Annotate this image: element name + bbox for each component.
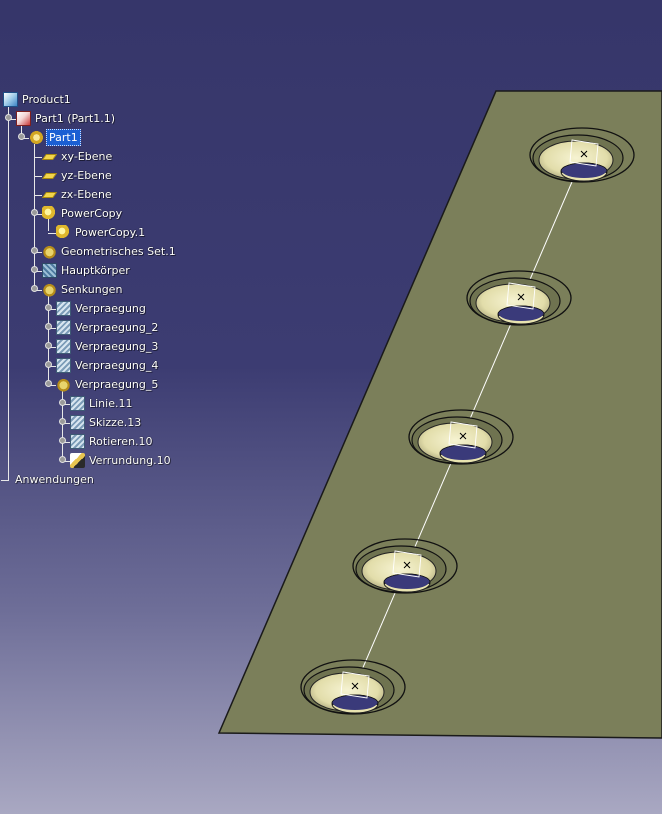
countersink-hole[interactable] — [529, 127, 635, 183]
tree-node[interactable]: Hauptkörper — [42, 262, 132, 279]
body-icon — [42, 263, 57, 278]
tree-node-label: Part1 (Part1.1) — [35, 112, 116, 125]
tree-node[interactable]: Verpraegung_5 — [56, 376, 160, 393]
plane-icon — [42, 187, 57, 202]
tree-node-label: PowerCopy.1 — [75, 226, 146, 239]
edge-fillet-icon — [70, 453, 85, 468]
tree-node[interactable]: Verpraegung — [56, 300, 148, 317]
tree-node-label: Geometrisches Set.1 — [61, 245, 176, 258]
tree-node-label: yz-Ebene — [61, 169, 112, 182]
part-icon — [16, 111, 31, 126]
tree-node[interactable]: Product1 — [3, 91, 73, 108]
tree-node-label: Verpraegung_2 — [75, 321, 159, 334]
tree-node[interactable]: PowerCopy.1 — [56, 224, 147, 241]
countersink-hole[interactable] — [408, 409, 514, 465]
tree-node-label: Part1 — [46, 129, 81, 146]
line-icon — [70, 396, 85, 411]
tree-node-label: zx-Ebene — [61, 188, 112, 201]
tree-node-label: PowerCopy — [61, 207, 123, 220]
rotate-icon — [70, 434, 85, 449]
tree-node-label: xy-Ebene — [61, 150, 113, 163]
tree-node[interactable]: Verrundung.10 — [70, 452, 173, 469]
tree-node[interactable]: Verpraegung_4 — [56, 357, 160, 374]
plane-icon — [42, 149, 57, 164]
tree-node-label: Verpraegung_4 — [75, 359, 159, 372]
tree-node-label: Senkungen — [61, 283, 123, 296]
tree-node-label: Product1 — [22, 93, 71, 106]
tree-node[interactable]: yz-Ebene — [42, 167, 114, 184]
sketch-icon — [70, 415, 85, 430]
tree-node-label: Verpraegung_3 — [75, 340, 159, 353]
tree-node[interactable]: Verpraegung_2 — [56, 319, 160, 336]
tree-node-label: Rotieren.10 — [89, 435, 153, 448]
feature-icon — [56, 320, 71, 335]
countersink-hole[interactable] — [300, 659, 406, 715]
tree-node[interactable]: Part1 — [29, 129, 81, 146]
feature-icon — [56, 301, 71, 316]
tree-node-label: Verpraegung_5 — [75, 378, 159, 391]
tree-node[interactable]: Part1 (Part1.1) — [16, 110, 117, 127]
powercopy-icon — [42, 206, 57, 221]
tree-node-label: Verrundung.10 — [89, 454, 171, 467]
tree-node[interactable]: Geometrisches Set.1 — [42, 243, 178, 260]
tree-node[interactable]: xy-Ebene — [42, 148, 114, 165]
countersink-hole[interactable] — [352, 538, 458, 594]
geometrical-set-icon — [42, 282, 57, 297]
tree-node-label: Verpraegung — [75, 302, 146, 315]
tree-node[interactable]: Linie.11 — [70, 395, 134, 412]
feature-icon — [56, 358, 71, 373]
tree-node[interactable]: PowerCopy — [42, 205, 124, 222]
tree-node[interactable]: Rotieren.10 — [70, 433, 155, 450]
geometrical-set-icon — [56, 377, 71, 392]
product-icon — [3, 92, 18, 107]
tree-node-label: Skizze.13 — [89, 416, 142, 429]
plate-surface[interactable] — [217, 90, 662, 739]
feature-icon — [56, 339, 71, 354]
tree-node[interactable]: Senkungen — [42, 281, 124, 298]
plane-icon — [42, 168, 57, 183]
powercopy-instance-icon — [56, 225, 71, 240]
tree-node[interactable]: Skizze.13 — [70, 414, 143, 431]
countersink-hole[interactable] — [466, 270, 572, 326]
tree-node[interactable]: Anwendungen — [13, 471, 96, 488]
tree-node[interactable]: zx-Ebene — [42, 186, 114, 203]
tree-node-label: Linie.11 — [89, 397, 133, 410]
part-body-gear-icon — [29, 130, 44, 145]
geometrical-set-icon — [42, 244, 57, 259]
tree-node[interactable]: Verpraegung_3 — [56, 338, 160, 355]
tree-node-label: Anwendungen — [15, 473, 94, 486]
tree-node-label: Hauptkörper — [61, 264, 130, 277]
